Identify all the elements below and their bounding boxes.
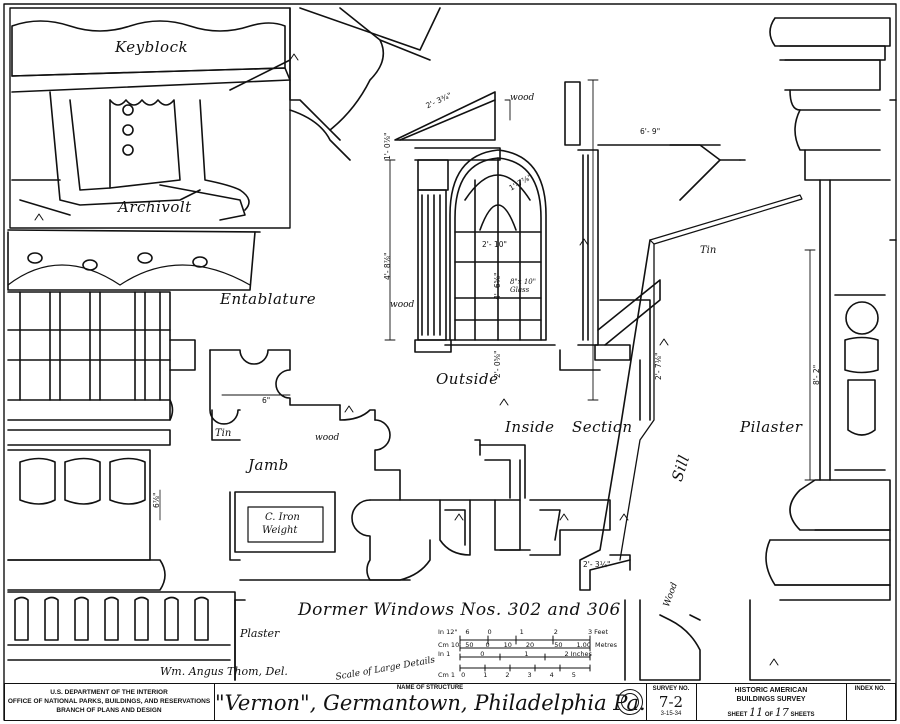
index-cell: INDEX NO.: [847, 684, 895, 720]
archivolt-label: Archivolt: [118, 198, 192, 216]
plaster-label: Plaster: [240, 627, 280, 640]
section-label: Section: [572, 418, 633, 436]
entablature-detail: [7, 229, 261, 681]
keyblock-detail: [9, 7, 291, 229]
habs-line-2: BUILDINGS SURVEY: [736, 696, 806, 703]
wood-label-jamb: wood: [315, 433, 340, 443]
dim-pilaster-h: 8'- 2": [812, 364, 821, 385]
seal-icon: [617, 689, 643, 715]
delineator-label: Wm. Angus Thom, Del.: [160, 665, 288, 678]
survey-cell: SURVEY NO. 7-2 3-15-34: [647, 684, 697, 720]
outside-label: Outside: [436, 370, 499, 388]
title-block: U.S. DEPARTMENT OF THE INTERIOR OFFICE O…: [4, 683, 896, 721]
scale-bars: [459, 635, 591, 672]
outside-elevation: [384, 91, 556, 353]
dim-cap-h: 1'- 0⅞": [383, 132, 392, 160]
agency-line-2: OFFICE OF NATIONAL PARKS, BUILDINGS, AND…: [7, 698, 211, 705]
plaster-wall: [234, 599, 246, 681]
entablature-label: Entablature: [220, 290, 317, 308]
survey-date: 3-15-34: [660, 711, 682, 717]
wood-label-top: wood: [510, 93, 535, 103]
index-no-label: INDEX NO.: [854, 686, 886, 692]
break-marks: [34, 53, 779, 666]
jamb-label: Jamb: [248, 456, 289, 474]
dim-section-mid: 2'- 7⅛": [654, 352, 663, 380]
wood-label-left: wood: [390, 300, 415, 310]
cast-iron-label: C. Iron: [265, 512, 300, 523]
dim-jamb-w: 6": [262, 396, 271, 405]
inside-section: [559, 79, 803, 591]
dim-base: 2'- 0⅝": [493, 350, 502, 378]
dim-total-h: 4'- 8⅞": [383, 252, 392, 280]
jamb-plan: [209, 349, 631, 581]
structure-cell: NAME OF STRUCTURE "Vernon", Germantown, …: [215, 684, 647, 720]
sheet-no: 11: [749, 706, 764, 719]
sheet-count: SHEET 11 OF 17 SHEETS: [727, 706, 815, 719]
drawing-title: Dormer Windows Nos. 302 and 306: [298, 600, 621, 620]
agency-line-1: U.S. DEPARTMENT OF THE INTERIOR: [50, 689, 168, 696]
dim-entab-h: 6⅞": [152, 492, 161, 509]
survey-no-label: SURVEY NO.: [652, 686, 690, 692]
habs-line-1: HISTORIC AMERICAN: [734, 687, 808, 694]
tin-label-left: Tin: [215, 428, 232, 439]
sill-profile: [624, 599, 701, 681]
dim-sill-w: 2'- 3¼": [583, 560, 611, 569]
sheet-total: 17: [774, 706, 789, 719]
dim-width-mid: 2'- 10": [482, 240, 507, 249]
dim-section-top: 6'- 9": [640, 127, 661, 136]
weight-label: Weight: [262, 525, 298, 536]
survey-no: 7-2: [658, 693, 684, 711]
agency-line-3: BRANCH OF PLANS AND DESIGN: [56, 707, 162, 714]
inside-label: Inside: [505, 418, 555, 436]
habs-cell: HISTORIC AMERICAN BUILDINGS SURVEY SHEET…: [697, 684, 847, 720]
pilaster-label: Pilaster: [740, 418, 803, 436]
cornice-fragment: [289, 7, 441, 161]
tin-label-right: Tin: [700, 245, 717, 256]
structure-name: "Vernon", Germantown, Philadelphia Pa.: [215, 691, 646, 715]
dim-glass-h: 4'- 6⅝": [493, 272, 502, 300]
glass-label: 8"x 10" Glass: [510, 278, 536, 294]
name-of-structure-label: NAME OF STRUCTURE: [396, 685, 464, 691]
pilaster-detail: [749, 17, 897, 681]
keyblock-label: Keyblock: [115, 38, 189, 56]
agency-cell: U.S. DEPARTMENT OF THE INTERIOR OFFICE O…: [5, 684, 215, 720]
